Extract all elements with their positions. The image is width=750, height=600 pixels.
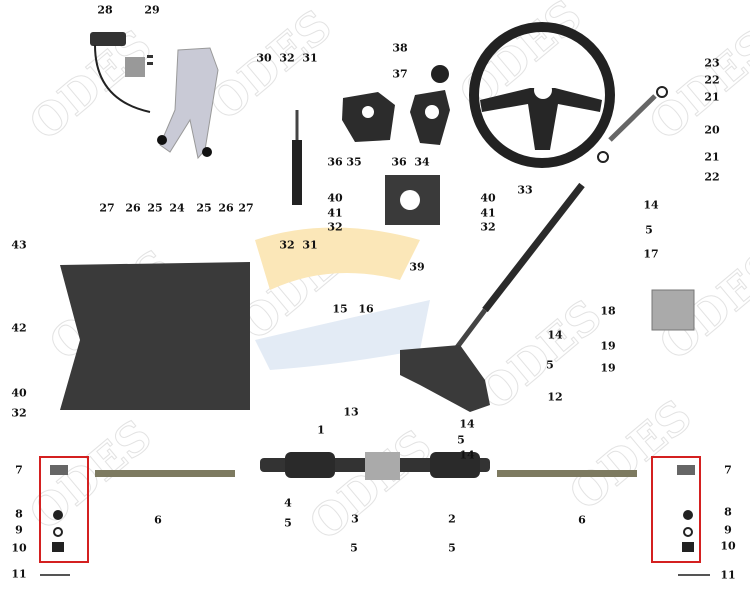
steering-wheel [469, 22, 615, 168]
callout-3: 3 [351, 512, 359, 526]
callout-42: 42 [11, 321, 27, 335]
logo-yellow-shape [255, 227, 420, 290]
callout-24: 24 [169, 201, 185, 215]
callout-10: 10 [720, 539, 736, 553]
skid-plate [60, 262, 250, 410]
callout-29: 29 [144, 3, 160, 17]
callout-32: 32 [480, 220, 496, 234]
callout-18: 18 [600, 304, 616, 318]
callout-27: 27 [99, 201, 115, 215]
callout-8: 8 [724, 505, 732, 519]
callout-21: 21 [704, 90, 720, 104]
callout-11: 11 [720, 568, 736, 582]
callout-4: 4 [284, 496, 292, 510]
highlight-box-left [39, 456, 89, 563]
callout-34: 34 [414, 155, 430, 169]
horn-cap [431, 65, 449, 83]
callout-40: 40 [327, 191, 343, 205]
callout-7: 7 [724, 463, 732, 477]
callout-41: 41 [327, 206, 343, 220]
callout-27: 27 [238, 201, 254, 215]
callout-31: 31 [302, 51, 318, 65]
callout-43: 43 [11, 238, 27, 252]
callout-7: 7 [15, 463, 23, 477]
callout-5: 5 [284, 516, 292, 530]
eps-unit [400, 345, 490, 412]
callout-11: 11 [11, 567, 27, 581]
callout-13: 13 [343, 405, 359, 419]
callout-15: 15 [332, 302, 348, 316]
callout-5: 5 [645, 223, 653, 237]
callout-9: 9 [724, 523, 732, 537]
callout-26: 26 [218, 201, 234, 215]
callout-28: 28 [97, 3, 113, 17]
callout-19: 19 [600, 361, 616, 375]
callout-36: 36 [391, 155, 407, 169]
callout-5: 5 [350, 541, 358, 555]
callout-31: 31 [302, 238, 318, 252]
callout-14: 14 [459, 417, 475, 431]
callout-40: 40 [11, 386, 27, 400]
callout-32: 32 [279, 238, 295, 252]
highlight-box-right [651, 456, 701, 563]
callout-14: 14 [459, 448, 475, 462]
intermediate-shaft [482, 182, 585, 313]
tie-rod-right [497, 470, 637, 477]
callout-41: 41 [480, 206, 496, 220]
callout-10: 10 [11, 541, 27, 555]
callout-12: 12 [547, 390, 563, 404]
callout-2: 2 [448, 512, 456, 526]
callout-39: 39 [409, 260, 425, 274]
callout-6: 6 [154, 513, 162, 527]
callout-26: 26 [125, 201, 141, 215]
callout-32: 32 [11, 406, 27, 420]
callout-30: 30 [256, 51, 272, 65]
ignition-switch [90, 32, 153, 113]
callout-19: 19 [600, 339, 616, 353]
callout-21: 21 [704, 150, 720, 164]
callout-35: 35 [346, 155, 362, 169]
callout-37: 37 [392, 67, 408, 81]
callout-33: 33 [517, 183, 533, 197]
gas-strut [292, 140, 302, 205]
callout-32: 32 [279, 51, 295, 65]
callout-40: 40 [480, 191, 496, 205]
callout-16: 16 [358, 302, 374, 316]
callout-5: 5 [448, 541, 456, 555]
callout-1: 1 [317, 423, 325, 437]
logo-blue-shape [255, 300, 430, 370]
callout-25: 25 [196, 201, 212, 215]
callout-5: 5 [546, 358, 554, 372]
callout-14: 14 [547, 328, 563, 342]
callout-20: 20 [704, 123, 720, 137]
callout-36: 36 [327, 155, 343, 169]
callout-23: 23 [704, 56, 720, 70]
callout-9: 9 [15, 523, 23, 537]
callout-25: 25 [147, 201, 163, 215]
callout-6: 6 [578, 513, 586, 527]
callout-22: 22 [704, 73, 720, 87]
upper-shaft [608, 94, 657, 142]
eps-controller [651, 289, 695, 331]
callout-17: 17 [643, 247, 659, 261]
callout-8: 8 [15, 507, 23, 521]
callout-22: 22 [704, 170, 720, 184]
callout-32: 32 [327, 220, 343, 234]
callout-38: 38 [392, 41, 408, 55]
callout-14: 14 [643, 198, 659, 212]
callout-5: 5 [457, 433, 465, 447]
tie-rod-left [95, 470, 235, 477]
steering-bracket [159, 47, 219, 160]
